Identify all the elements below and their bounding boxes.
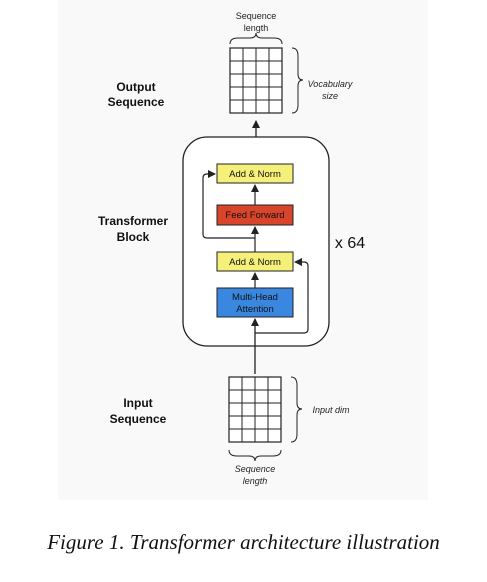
input-sequence-title-2: Sequence (110, 412, 167, 426)
input-seq-length-label-1: Sequence (235, 464, 276, 474)
output-seq-length-label-2: length (244, 23, 269, 33)
output-top-brace (229, 32, 283, 45)
feed-forward-label: Feed Forward (225, 210, 284, 221)
output-sequence-grid (229, 47, 283, 114)
output-right-brace (291, 47, 304, 114)
input-sequence-grid (228, 376, 282, 443)
figure-caption: Figure 1. Transformer architecture illus… (47, 530, 440, 554)
input-right-brace (290, 376, 303, 443)
attention-label-2: Attention (236, 304, 274, 315)
add-norm-top-box (216, 163, 294, 184)
output-vocab-label-1: Vocabulary (308, 79, 353, 89)
input-dim-label: Input dim (312, 405, 350, 415)
output-seq-length-label-1: Sequence (236, 11, 277, 21)
input-bottom-brace (228, 449, 282, 462)
transformer-block-title-1: Transformer (98, 214, 168, 228)
residual-right-path (255, 258, 309, 334)
transformer-block-title-2: Block (117, 230, 150, 244)
residual-left-path (202, 170, 255, 239)
multi-head-attention-box (216, 287, 294, 318)
input-seq-length-label-2: length (243, 476, 268, 486)
add-norm-bottom-label: Add & Norm (229, 257, 281, 268)
output-vocab-label-2: size (322, 91, 338, 101)
attention-label-1: Multi-Head (232, 292, 278, 303)
output-sequence-title-2: Sequence (108, 95, 165, 109)
input-sequence-title-1: Input (123, 396, 152, 410)
repeat-count-label: x 64 (335, 235, 365, 252)
add-norm-top-label: Add & Norm (229, 169, 281, 180)
output-sequence-title-1: Output (116, 80, 155, 94)
